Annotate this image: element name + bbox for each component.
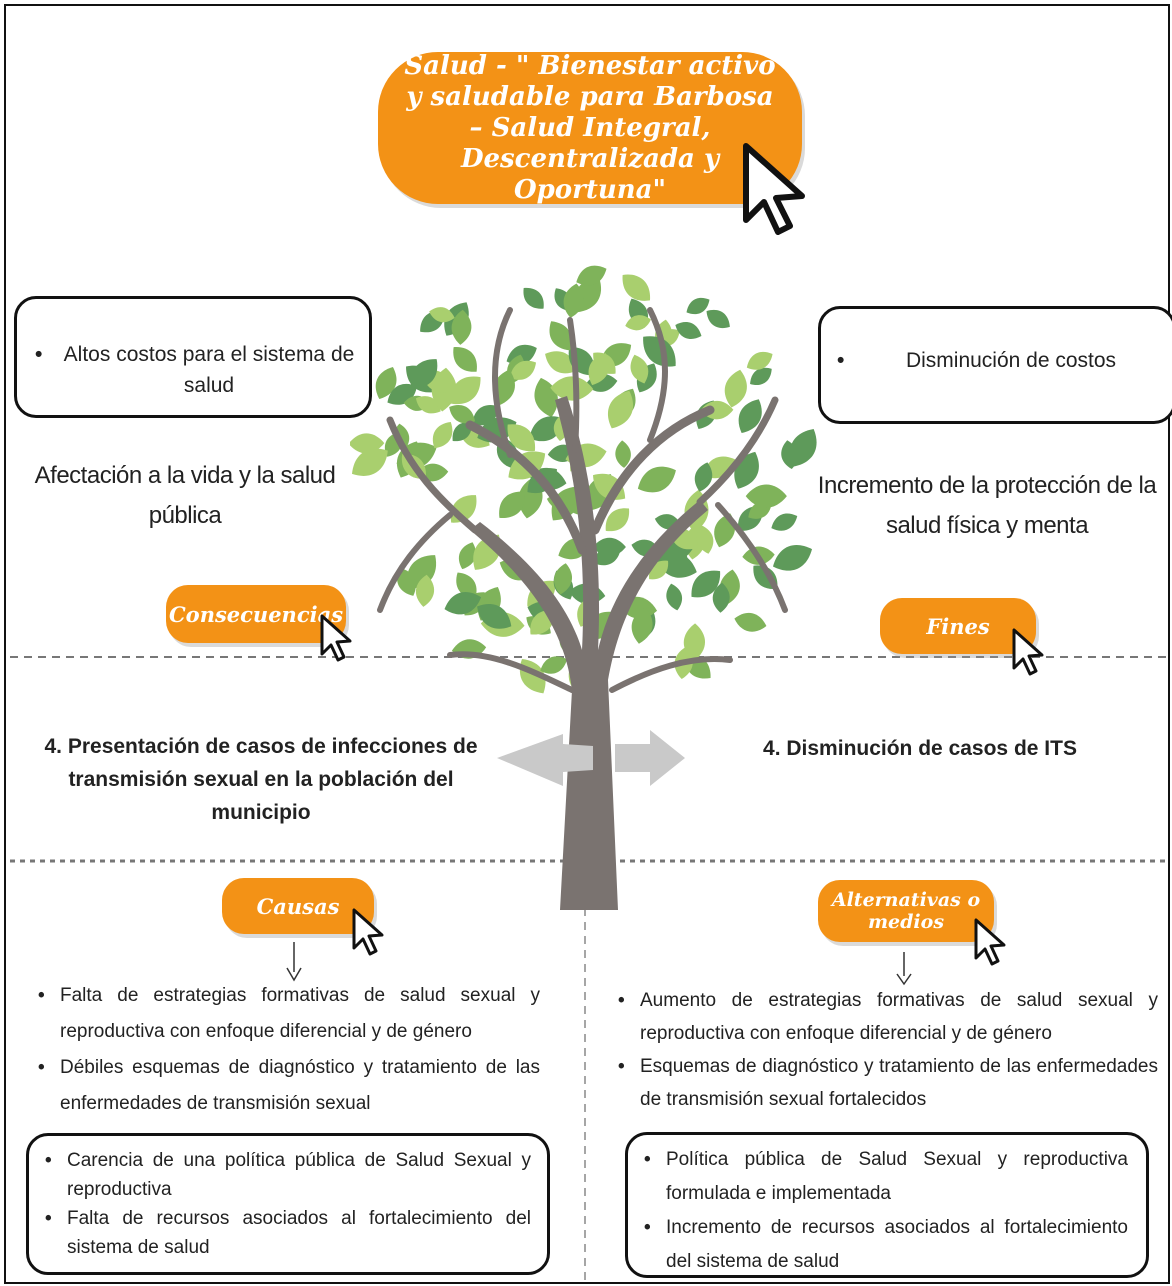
list-item: Incremento de recursos asociados al fort…: [640, 1211, 1128, 1279]
leaf: [771, 513, 798, 531]
leaf: [415, 574, 435, 607]
leaf: [734, 612, 767, 632]
list-item: Débiles esquemas de diagnóstico y tratam…: [34, 1050, 540, 1122]
leaf: [694, 462, 713, 492]
leaf: [724, 369, 747, 408]
leaf: [545, 351, 577, 374]
alternativas-cursor-icon: [974, 918, 1006, 966]
title-text: Salud - " Bienestar activo y saludable p…: [404, 50, 776, 205]
leaf: [593, 352, 616, 374]
title-pill: Salud - " Bienestar activo y saludable p…: [378, 50, 802, 205]
alternativas-box: Política pública de Salud Sexual y repro…: [625, 1132, 1149, 1278]
consecuencias-box: Altos costos para el sistema de salud: [14, 296, 372, 418]
list-item: Falta de estrategias formativas de salud…: [34, 978, 540, 1050]
causas-cursor-icon: [352, 908, 384, 956]
tree-trunk: [377, 307, 788, 910]
fines-text: Incremento de la protección de la salud …: [817, 472, 1157, 539]
leaf: [622, 274, 650, 301]
alternativas-box-list: Política pública de Salud Sexual y repro…: [640, 1143, 1128, 1279]
leaf: [746, 351, 773, 370]
leaf: [432, 422, 453, 449]
list-item: Esquemas de diagnóstico y tratamiento de…: [614, 1050, 1158, 1116]
leaf: [696, 525, 714, 554]
leaf: [554, 563, 572, 595]
leaf: [549, 321, 572, 351]
tree-illustration: [350, 265, 817, 910]
leaf: [410, 359, 438, 389]
tag-alternativas: Alternativas o medios: [818, 880, 994, 942]
leaf: [637, 466, 676, 493]
leaf: [675, 322, 702, 339]
leaf: [608, 390, 633, 429]
leaf: [451, 309, 472, 345]
leaf: [453, 347, 477, 372]
leaf: [351, 448, 388, 476]
list-item: Altos costos para el sistema de salud: [31, 339, 361, 401]
leaf: [450, 376, 481, 405]
leaf: [686, 297, 710, 315]
leaf: [750, 367, 772, 385]
problem-left: 4. Presentación de casos de infecciones …: [44, 735, 478, 824]
problem-right: 4. Disminución de casos de ITS: [763, 737, 1077, 760]
causas-list: Falta de estrategias formativas de salud…: [34, 978, 540, 1122]
leaf: [738, 399, 762, 433]
leaf: [643, 336, 676, 367]
leaf: [691, 570, 721, 598]
leaf: [456, 572, 477, 599]
causas-box: Carencia de una política pública de Salu…: [26, 1133, 550, 1275]
list-item: Carencia de una política pública de Salu…: [41, 1146, 531, 1204]
leaf: [706, 309, 730, 329]
leaf: [499, 491, 525, 518]
leaf: [576, 265, 607, 286]
fines-cursor-icon: [1012, 628, 1044, 676]
leaf: [630, 354, 649, 384]
leaf: [449, 404, 476, 424]
leaf: [745, 484, 787, 508]
list-item: Disminución de costos: [833, 345, 1163, 376]
leaf: [625, 315, 651, 331]
leaf: [605, 508, 630, 532]
leaf: [523, 287, 544, 309]
diagram-frame: [4, 4, 1170, 1284]
tag-consecuencias: Consecuencias: [166, 585, 346, 643]
direction-arrows: [497, 730, 685, 786]
leaf: [477, 604, 512, 629]
leaf: [444, 591, 482, 615]
leaf: [615, 440, 631, 468]
title-cursor-icon: [743, 143, 805, 235]
arrow-left-icon: [497, 734, 593, 786]
leaf: [509, 360, 537, 380]
causas-box-list: Carencia de una política pública de Salu…: [41, 1146, 531, 1262]
list-item: Política pública de Salud Sexual y repro…: [640, 1143, 1128, 1211]
leaf: [458, 542, 476, 570]
leaf: [350, 433, 385, 454]
leaf: [789, 429, 817, 467]
leaf: [550, 376, 594, 401]
tag-fines: Fines: [880, 598, 1036, 654]
leaf: [592, 537, 626, 557]
leaf: [772, 545, 813, 571]
leaf: [507, 424, 535, 452]
tag-causas: Causas: [222, 878, 374, 934]
leaf: [540, 656, 568, 674]
leaf: [631, 607, 653, 644]
consecuencias-cursor-icon: [320, 614, 352, 662]
list-item: Aumento de estrategias formativas de sal…: [614, 984, 1158, 1050]
leaf: [397, 567, 416, 596]
leaf: [375, 366, 397, 400]
leaf: [712, 582, 730, 613]
fines-box: Disminución de costos: [818, 306, 1172, 424]
leaf: [563, 283, 584, 318]
alternativas-arrow-down-icon: [896, 952, 912, 986]
leaf: [429, 307, 455, 323]
fines-box-list: Disminución de costos: [833, 345, 1163, 376]
arrow-right-icon: [615, 730, 685, 786]
consecuencias-text: Afectación a la vida y la salud pública: [34, 462, 336, 529]
leaf: [666, 583, 683, 611]
alternativas-list: Aumento de estrategias formativas de sal…: [614, 984, 1158, 1116]
consecuencias-box-list: Altos costos para el sistema de salud: [31, 339, 361, 401]
list-item: Falta de recursos asociados al fortaleci…: [41, 1204, 531, 1262]
leaf: [669, 546, 688, 567]
